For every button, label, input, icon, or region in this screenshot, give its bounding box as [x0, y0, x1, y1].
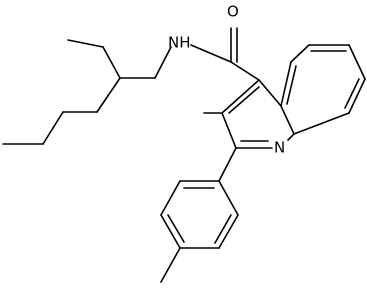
bond-aryl-2 — [218, 214, 239, 249]
bond-c2-aryl — [218, 147, 237, 182]
bond-c3-c4 — [221, 79, 260, 114]
bond-c2-c3 — [221, 112, 237, 149]
bond-c7-c8 — [348, 44, 366, 80]
bond-c4a-c8a — [280, 105, 295, 135]
bond-amide-n — [190, 44, 232, 63]
bond-n-ch2 — [154, 46, 172, 79]
bond-c5-c6 — [290, 44, 310, 63]
bond-c4a-c5 — [280, 61, 292, 107]
bond-c4-amide — [230, 61, 260, 81]
amide-nitrogen-label: NH — [168, 34, 191, 52]
bond-c8-c9-inner — [344, 78, 360, 109]
bond-ch-butyl-1 — [96, 77, 121, 113]
bond-aryl-2-inner — [214, 214, 232, 244]
bond-c9-c8a — [293, 112, 350, 135]
bond-ethyl-ch3 — [67, 39, 104, 48]
bond-c3-c4-inner — [228, 86, 260, 114]
bond-aryl-methyl — [160, 247, 181, 283]
bond-c8-c9 — [348, 78, 366, 114]
bond-butyl-3 — [42, 111, 64, 145]
bond-aryl-5 — [160, 180, 181, 216]
bond-aryl-4 — [160, 214, 181, 249]
bond-ch-ethyl — [102, 46, 121, 79]
bond-aryl-4-inner — [167, 214, 185, 243]
ring-nitrogen-label: N — [274, 139, 285, 157]
oxygen-label: O — [227, 3, 239, 21]
bond-aryl-1 — [218, 180, 239, 216]
bond-c8a-n1 — [287, 133, 295, 141]
bond-c4a-c5-inner — [286, 65, 297, 105]
bond-c4-c4a — [258, 79, 282, 107]
